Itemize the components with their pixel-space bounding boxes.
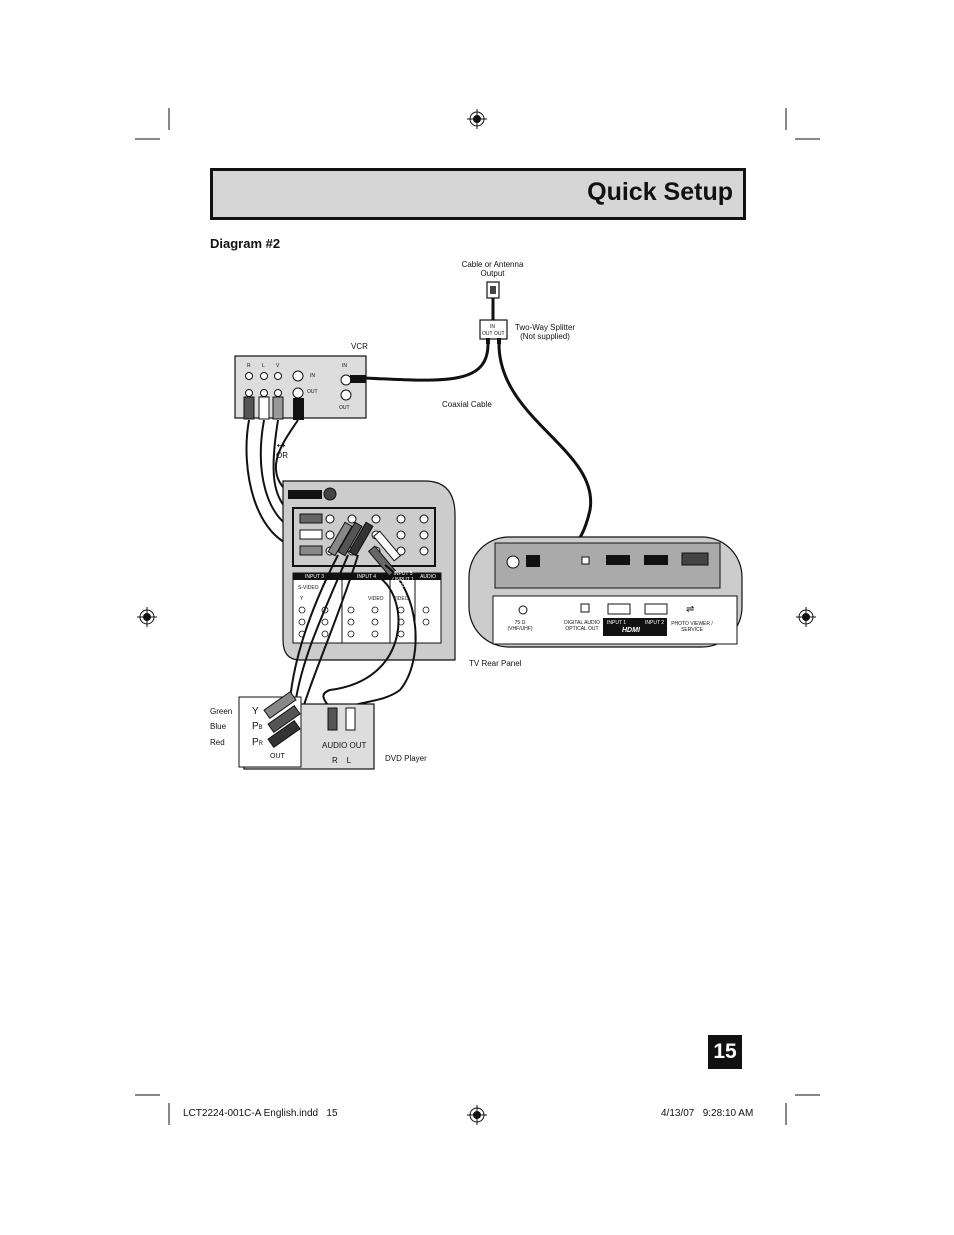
footer-file: LCT2224-001C-A English.indd 15: [183, 1108, 338, 1119]
audio-out-jack-label: AUDIO OUT: [420, 574, 436, 586]
cable-source-label: Cable or Antenna Output: [461, 260, 524, 278]
tv-rear-panel: ⇌: [468, 536, 743, 648]
hdmi-logo: HDMI: [622, 627, 640, 634]
red-wire-label: Red: [210, 738, 225, 747]
green-wire-label: Green: [210, 707, 233, 716]
registration-mark-right: [796, 607, 816, 627]
splitter-label: Two-Way Splitter (Not supplied): [514, 323, 576, 341]
coax-cable-label: Coaxial Cable: [442, 400, 492, 409]
splitter-in-label: IN: [490, 324, 495, 330]
vcr-jack-l: L: [262, 363, 265, 369]
vcr-out-label: OUT: [307, 389, 318, 395]
hdmi-input1-label: INPUT 1: [607, 620, 627, 626]
side-video2-label: VIDEO: [393, 596, 409, 602]
dvd-out-label: OUT: [270, 753, 285, 760]
dvd-pb-label: PB: [252, 721, 263, 732]
or-label: OR: [276, 451, 288, 460]
ohm-label: 75 Ω (VHF/UHF): [507, 620, 533, 632]
registration-mark-bottom: [467, 1105, 487, 1125]
vcr-jack-v: V: [276, 363, 280, 369]
tv-side-panel: [282, 480, 456, 661]
splitter-out1-label: OUT: [482, 331, 493, 337]
blue-wire-label: Blue: [210, 722, 227, 731]
input3-label: INPUT 3: [305, 574, 325, 580]
vcr-in-label: IN: [310, 373, 315, 379]
vcr-plugs: [243, 396, 304, 420]
photo-viewer-label: PHOTO VIEWER / SERVICE: [671, 621, 713, 633]
dvd-y-label: Y: [252, 706, 259, 717]
vcr-jack-r: R: [247, 363, 251, 369]
dvd-audio-out-label: AUDIO OUT: [322, 741, 367, 750]
side-video-label: VIDEO: [368, 596, 384, 602]
crop-marks: [135, 108, 820, 1125]
coax-cable-to-tv: [497, 343, 593, 560]
page-title: Quick Setup: [587, 178, 733, 206]
coax-cable-to-vcr: [364, 343, 490, 382]
registration-mark-left: [137, 607, 157, 627]
usb-icon: ⇌: [686, 604, 694, 615]
vcr-antenna-in-label: IN: [342, 363, 347, 369]
dvd-pr-label: PR: [252, 737, 263, 748]
svideo-label: S-VIDEO: [298, 585, 319, 591]
dvd-pr-letter: P: [252, 737, 259, 748]
wall-outlet-icon: [486, 281, 500, 320]
dvd-player-device: [238, 691, 375, 770]
diagram-title: Diagram #2: [210, 236, 281, 251]
header-banner: Quick Setup: [210, 168, 746, 220]
hdmi-input2-label: INPUT 2: [645, 620, 665, 626]
dvd-pb-sub: B: [258, 725, 263, 731]
page-number: 15: [708, 1035, 742, 1069]
input5-label: INPUT 5 / INPUT 1 AUD IO: [392, 571, 414, 589]
dvd-player-label: DVD Player: [385, 754, 427, 763]
splitter-out2-label: OUT: [494, 331, 505, 337]
input4-label: INPUT 4: [357, 574, 377, 580]
tv-side-plugs: [288, 487, 402, 577]
vcr-label: VCR: [351, 342, 368, 351]
tv-rear-panel-label: TV Rear Panel: [469, 659, 522, 668]
dvd-pb-letter: P: [252, 721, 259, 732]
dvd-pr-sub: R: [258, 741, 264, 747]
side-y-label: Y: [300, 596, 304, 602]
splitter-icon: [479, 319, 508, 344]
registration-mark-top: [467, 109, 487, 129]
dvd-rl-label: R L: [332, 756, 352, 765]
footer-date: 4/13/07 9:28:10 AM: [661, 1108, 754, 1119]
vcr-antenna-out-label: OUT: [339, 405, 350, 411]
digital-audio-label: DIGITAL AUDIO OPTICAL OUT: [564, 620, 600, 632]
or-arrow-icon: ↔: [274, 435, 288, 451]
